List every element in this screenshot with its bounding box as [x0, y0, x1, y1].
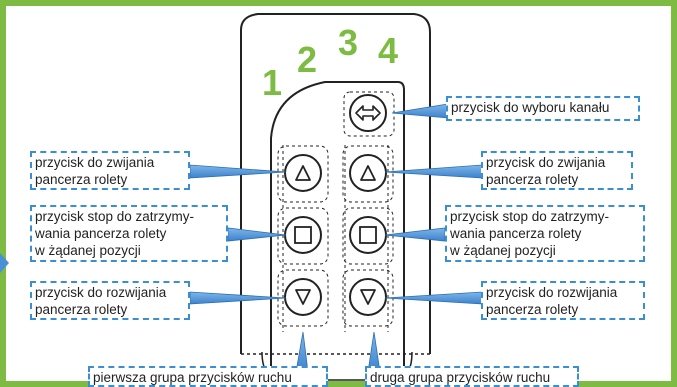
group1-stop-button[interactable] [277, 207, 329, 265]
label-channel-select-text: przycisk do wyboru kanału [451, 100, 610, 115]
group1-down-button[interactable] [277, 269, 329, 327]
label-channel-select: przycisk do wyboru kanału [446, 96, 640, 121]
remote-body [240, 13, 431, 381]
label-group2: druga grupa przycisków ruchu [365, 366, 579, 387]
triangle-down-icon [360, 289, 376, 305]
triangle-up-icon [360, 165, 376, 181]
square-stop-icon [294, 226, 312, 244]
label-up-right-line-2: pancerza rolety [486, 172, 579, 187]
channel-number-1: 1 [262, 62, 282, 103]
group2-up-button[interactable] [342, 145, 394, 203]
label-down-right: przycisk do rozwijania pancerza rolety [481, 281, 645, 320]
triangle-down-icon [295, 289, 311, 305]
label-stop-left-line-3: w żądanej pozycji [35, 243, 141, 258]
label-stop-left-line-1: przycisk stop do zatrzymy- [35, 209, 195, 224]
label-down-right-line-1: przycisk do rozwijania [486, 285, 618, 300]
label-stop-right-line-3: w żądanej pozycji [450, 243, 556, 258]
label-stop-right-line-2: wania pancerza rolety [450, 226, 582, 241]
label-stop-right: przycisk stop do zatrzymy- wania pancerz… [445, 205, 645, 262]
arrow-up-left [189, 164, 287, 179]
label-down-left: przycisk do rozwijania pancerza rolety [30, 281, 190, 320]
label-group1: pierwsza grupa przycisków ruchu [88, 366, 328, 387]
arrow-down-left [189, 291, 287, 305]
label-stop-left-line-2: wania pancerza rolety [35, 226, 167, 241]
label-up-right: przycisk do zwijania pancerza rolety [481, 151, 633, 190]
label-up-left-line-2: pancerza rolety [35, 172, 128, 187]
arrow-stop-left [227, 227, 287, 242]
label-stop-right-line-1: przycisk stop do zatrzymy- [450, 209, 610, 224]
label-down-left-line-1: przycisk do rozwijania [35, 285, 167, 300]
label-up-left: przycisk do zwijania pancerza rolety [30, 151, 190, 190]
label-down-right-line-2: pancerza rolety [486, 302, 579, 317]
channel-select-button[interactable] [349, 94, 387, 132]
channel-number-4: 4 [378, 30, 398, 71]
group1-up-button[interactable] [277, 145, 329, 203]
label-up-right-line-1: przycisk do zwijania [486, 155, 606, 170]
label-group2-text: druga grupa przycisków ruchu [370, 370, 551, 385]
channel-number-3: 3 [338, 22, 358, 63]
left-right-arrow-icon [355, 105, 381, 121]
label-group1-text: pierwsza grupa przycisków ruchu [93, 370, 292, 385]
channel-number-2: 2 [297, 39, 317, 80]
left-edge-pointer-icon [0, 253, 9, 273]
label-down-left-line-2: pancerza rolety [35, 302, 128, 317]
triangle-up-icon [295, 165, 311, 181]
label-up-left-line-1: przycisk do zwijania [35, 155, 155, 170]
square-stop-icon [359, 226, 377, 244]
label-stop-left: przycisk stop do zatrzymy- wania pancerz… [30, 205, 228, 262]
